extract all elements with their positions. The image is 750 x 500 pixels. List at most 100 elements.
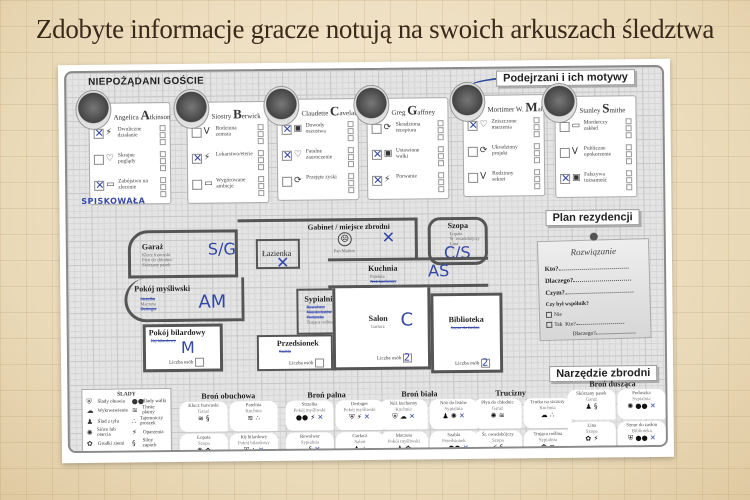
check-box[interactable] — [533, 157, 540, 164]
count-input[interactable] — [194, 357, 204, 367]
check-box[interactable] — [347, 128, 354, 135]
check-box[interactable] — [438, 186, 445, 193]
check-box[interactable] — [534, 176, 541, 183]
count-input[interactable]: 2 — [480, 357, 490, 369]
weapon-card[interactable]: Maczeta Pokój myśliwski ♟ ✿ — [379, 431, 429, 454]
check-box[interactable] — [159, 132, 166, 139]
weapon-card[interactable]: Śr. owadobójczy Szopa ⚡ § — [473, 430, 523, 454]
check-box[interactable] — [437, 127, 444, 134]
check-box[interactable] — [348, 173, 355, 180]
motive-checkbox[interactable]: ✕ — [94, 178, 105, 192]
motive-checkbox[interactable] — [467, 146, 478, 157]
check-box[interactable] — [437, 160, 445, 167]
motive-checkbox[interactable] — [559, 147, 570, 158]
check-box[interactable] — [347, 121, 354, 128]
motive-checkbox[interactable]: ✕ — [560, 171, 571, 185]
check-box[interactable] — [159, 165, 167, 172]
check-box[interactable] — [533, 117, 540, 124]
weapon-card[interactable]: Trutka na szczury Kuchnia ☁ ∴ — [523, 397, 572, 429]
motive-checkbox[interactable] — [282, 176, 293, 187]
check-box[interactable] — [258, 183, 265, 190]
room-kitchen[interactable] — [327, 256, 489, 289]
solution-no[interactable]: Nie — [545, 312, 562, 319]
check-box[interactable] — [625, 158, 633, 165]
check-box[interactable] — [257, 138, 264, 145]
motive-checkbox[interactable] — [371, 123, 382, 134]
check-box[interactable] — [625, 125, 632, 132]
check-box[interactable] — [533, 131, 540, 138]
check-box[interactable] — [347, 135, 354, 142]
solution-who-field[interactable] — [558, 267, 629, 271]
check-box[interactable] — [160, 184, 167, 191]
solution-with-field[interactable] — [564, 291, 633, 295]
check-box[interactable] — [347, 161, 355, 168]
check-box[interactable] — [160, 191, 167, 198]
weapon-card[interactable]: Trująca roślina Sypialnia ✿ ≋ — [523, 429, 573, 454]
check-box[interactable] — [438, 179, 445, 186]
weapon-card[interactable]: Nóż do listów Sypialnia ♟ ✺ ✕ — [429, 398, 478, 430]
check-box[interactable] — [258, 190, 265, 197]
check-box[interactable] — [159, 151, 166, 158]
check-box[interactable] — [257, 124, 264, 131]
check-box[interactable] — [533, 124, 540, 131]
solution-yes[interactable]: Tak Kto? — [546, 320, 624, 328]
check-box[interactable] — [625, 132, 632, 139]
check-box[interactable] — [534, 169, 541, 176]
check-box[interactable] — [159, 139, 166, 146]
motive-checkbox[interactable] — [559, 121, 570, 132]
check-box[interactable] — [626, 184, 633, 191]
weapon-card[interactable]: Nóż kuchenny Kuchnia ⛨ ☁ ✕ — [379, 399, 428, 430]
solution-yes-why[interactable]: Dlaczego? — [572, 329, 636, 337]
solution-why[interactable]: Dlaczego? — [545, 276, 632, 285]
weapon-card[interactable]: Strzelba Pokój myśliwski ●● ⚡ ✕ — [285, 400, 334, 431]
yes-who-field[interactable] — [575, 323, 624, 326]
check-box[interactable] — [160, 177, 167, 184]
weapon-card[interactable]: Szabla Przedsionek ☁ ●● ✕ — [429, 430, 479, 454]
weapon-card[interactable]: Klucz francuski Garaż ≋ § — [179, 401, 228, 432]
check-box[interactable] — [625, 151, 632, 158]
check-box[interactable] — [437, 120, 444, 127]
weapon-card[interactable]: Poduszka Sypialnia ✺ ●● ✕ — [617, 388, 666, 420]
motive-checkbox[interactable]: ✕ — [371, 147, 383, 161]
check-box[interactable] — [257, 164, 265, 171]
yes-why-field[interactable] — [595, 332, 636, 335]
check-box[interactable] — [438, 172, 445, 179]
weapon-card[interactable]: Rewolwer Sypialnia ☁ § ✕ — [285, 432, 335, 454]
check-box[interactable] — [625, 144, 632, 151]
weapon-card[interactable]: Lina Szopa ✿ ⚡ — [567, 421, 617, 452]
check-box[interactable] — [534, 183, 541, 190]
check-box[interactable] — [159, 125, 166, 132]
check-box[interactable] — [347, 154, 354, 161]
count-input[interactable] — [314, 358, 324, 368]
check-box[interactable] — [347, 147, 354, 154]
check-box[interactable] — [437, 153, 444, 160]
motive-checkbox[interactable]: ✕ — [281, 122, 292, 136]
count-input[interactable]: 2 — [402, 352, 412, 364]
weapon-card[interactable]: Skórzany pasek Garaż ♟ § — [567, 389, 616, 420]
weapon-card[interactable]: Garłacz Salon ♟ ∴ — [335, 431, 385, 454]
solution-who[interactable]: Kto? — [545, 264, 629, 273]
check-box[interactable] — [533, 143, 540, 150]
check-box[interactable] — [258, 176, 265, 183]
weapon-card[interactable]: Deringer Pokój myśliwski ⛨ ⚡ ✕ — [335, 399, 384, 431]
motive-checkbox[interactable]: ✕ — [281, 148, 293, 162]
solution-why-field[interactable] — [573, 279, 632, 283]
motive-checkbox[interactable] — [191, 127, 202, 138]
check-box[interactable] — [348, 180, 355, 187]
check-box[interactable] — [257, 131, 264, 138]
check-box[interactable] — [257, 150, 264, 157]
check-box[interactable] — [626, 170, 633, 177]
check-box[interactable] — [533, 150, 540, 157]
check-box[interactable] — [159, 158, 166, 165]
check-box[interactable] — [257, 157, 264, 164]
weapon-card[interactable]: Łopata Szopa ✺ ✿ — [179, 433, 229, 454]
weapon-card[interactable]: Płyn do chłodnic Garaż ✺ ≋ — [473, 398, 522, 429]
solution-with[interactable]: Czym? — [545, 288, 633, 297]
check-box[interactable] — [437, 146, 444, 153]
motive-checkbox[interactable]: ✕ — [93, 126, 104, 140]
motive-checkbox[interactable]: ✕ — [372, 173, 383, 187]
weapon-card[interactable]: Patelnia Kuchnia ≋ ∴ — [229, 400, 278, 432]
weapon-card[interactable]: Sznur do zasłon Biblioteka ⛨ ●● ✕ — [617, 420, 667, 452]
weapon-card[interactable]: Kij bilardowy Pokój bilardowy ⛨ ∴ ✕ — [229, 432, 279, 454]
motive-checkbox[interactable] — [93, 154, 104, 165]
